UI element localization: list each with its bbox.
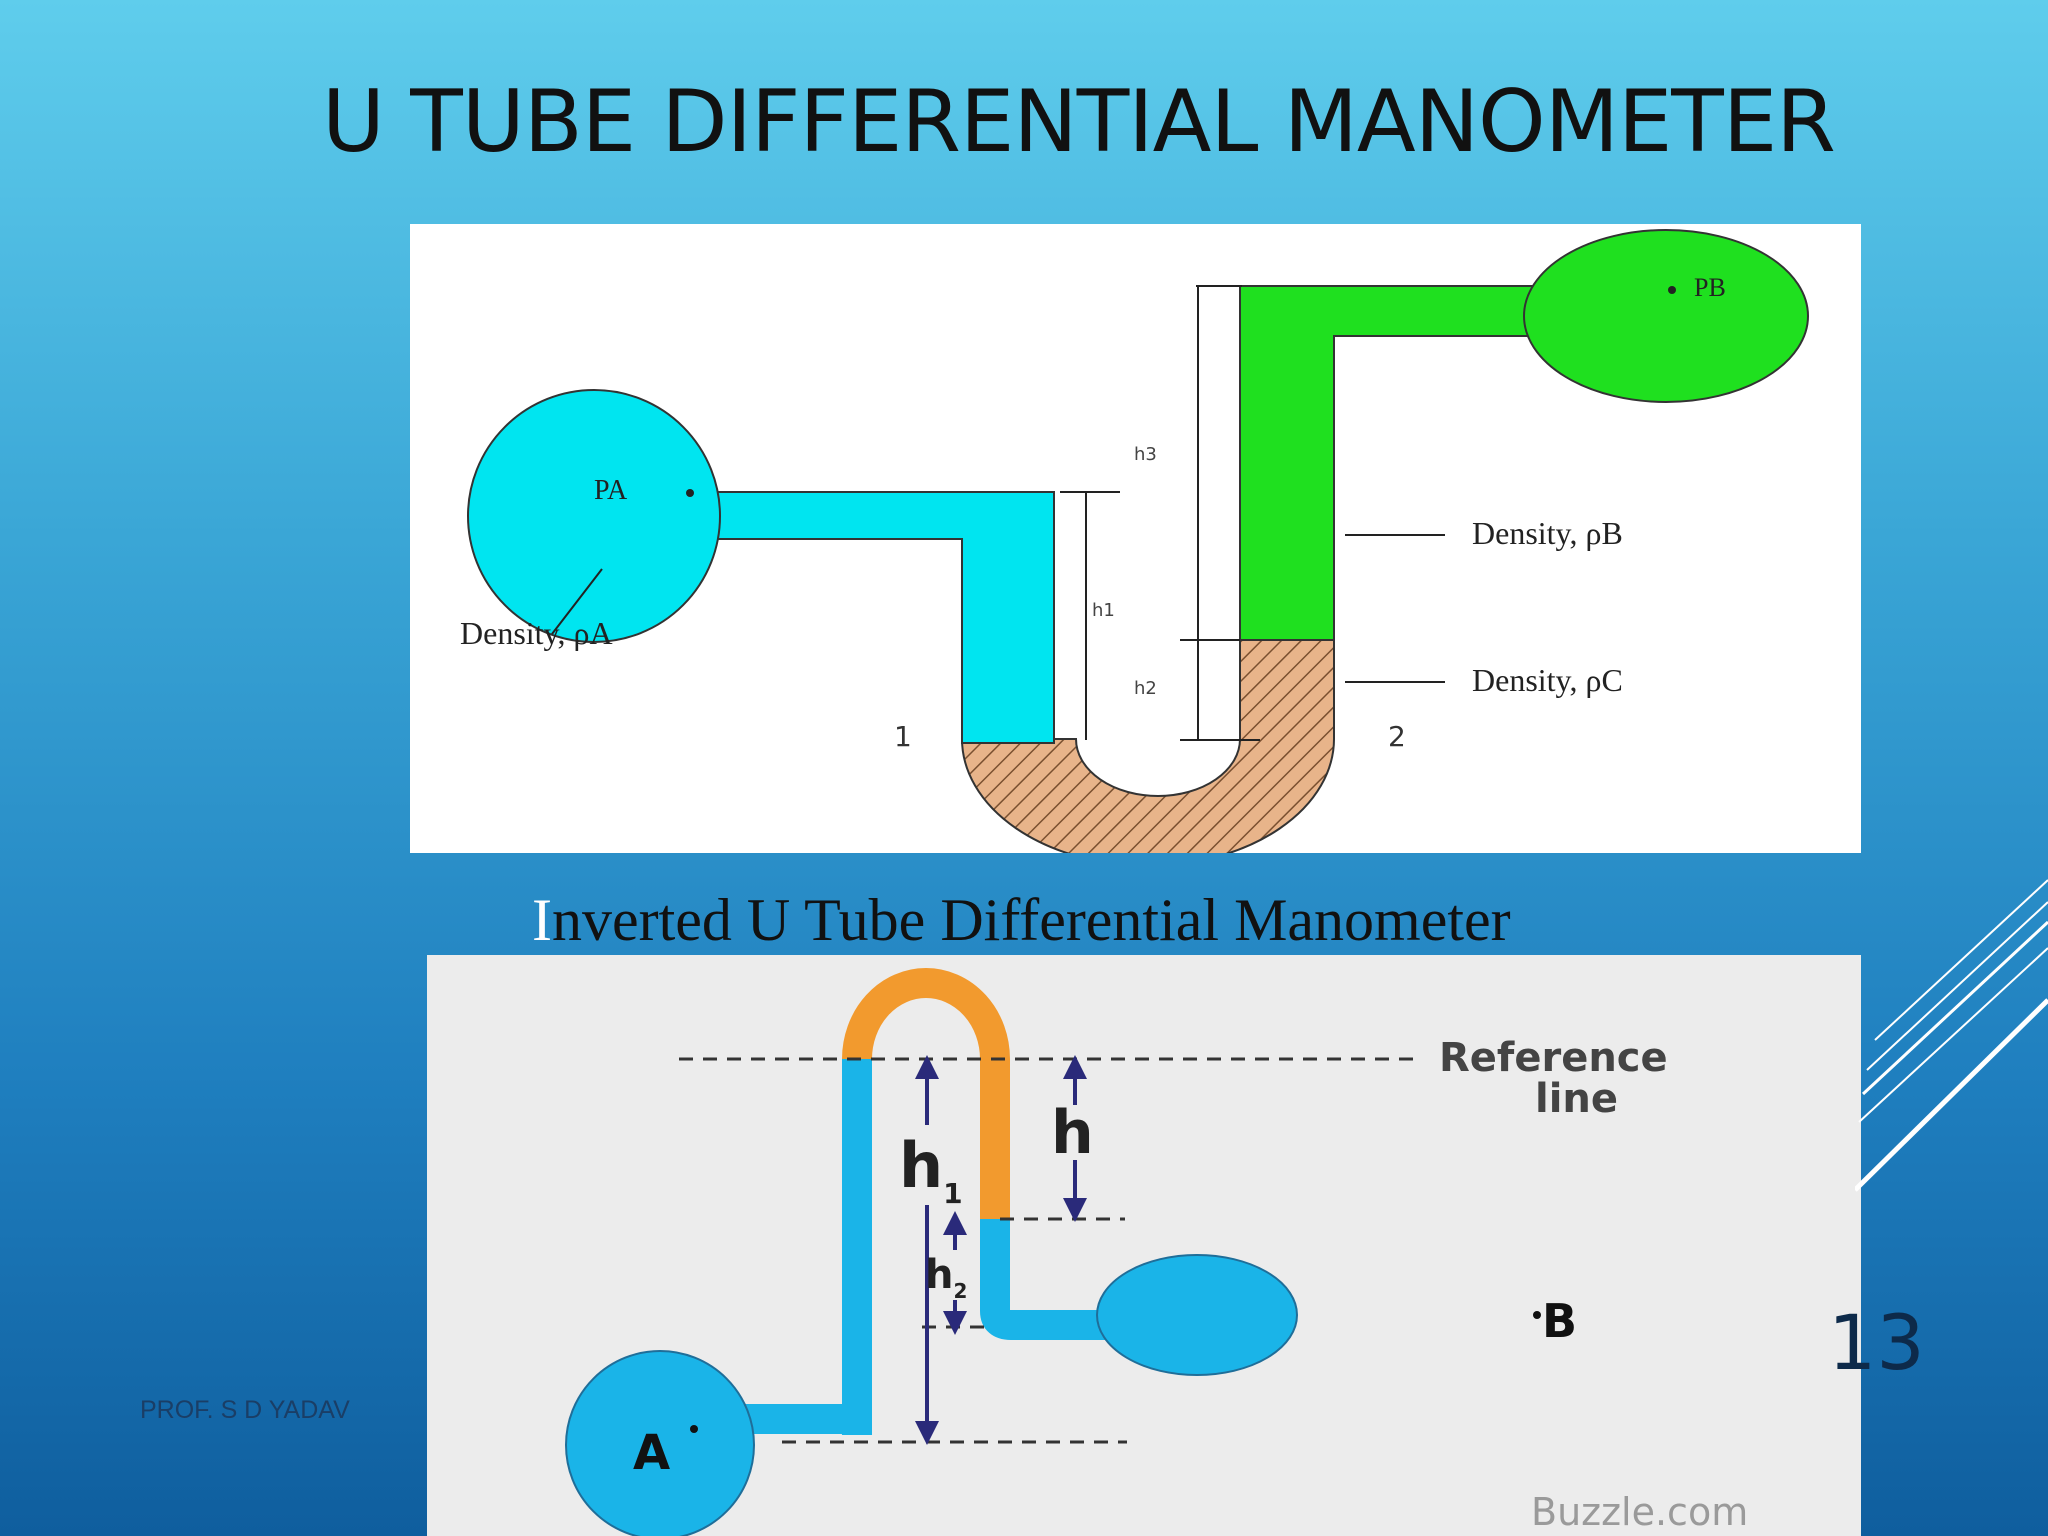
vessel-b [1523, 229, 1809, 403]
label-h2: h2 [1134, 678, 1157, 699]
label-h2-main: h [925, 1252, 953, 1298]
caption-first-letter: I [532, 887, 552, 953]
u-tube-svg: PA PB Density, ρA Density, ρB Density, ρ… [460, 229, 1809, 853]
right-limb-fluid [980, 1219, 1127, 1340]
label-h2-sub: 2 [953, 1279, 967, 1303]
decorative-diagonal-lines [1855, 879, 2048, 1192]
label-density-a: Density, ρA [460, 615, 613, 651]
u-tube-bottom-fluid [960, 639, 1335, 853]
label-h2: h2 [925, 1252, 967, 1303]
dashed-lines [679, 1057, 1417, 1444]
u-tube-diagram: PA PB Density, ρA Density, ρB Density, ρ… [410, 224, 1861, 853]
label-b: B [1542, 1294, 1577, 1348]
inverted-tube-top-fluid [842, 968, 1010, 1219]
page-number: 13 [1828, 1298, 1925, 1387]
label-reference-line: line [1535, 1076, 1618, 1122]
inverted-u-tube-svg: Reference line h h1 h2 A B Buzzle.com [565, 968, 1748, 1536]
pa-point [686, 489, 694, 497]
vessel-a [467, 389, 721, 643]
dimension-lines [551, 285, 1445, 741]
footer-author: PROF. S D YADAV [140, 1396, 350, 1424]
label-density-c: Density, ρC [1472, 662, 1623, 698]
label-h1-main: h [899, 1129, 943, 1202]
vessel-b [1096, 1254, 1298, 1376]
left-limb-fluid [672, 1059, 872, 1436]
watermark: Buzzle.com [1531, 1490, 1748, 1534]
label-pa: PA [594, 475, 628, 506]
label-point-1: 1 [894, 720, 912, 753]
caption-text: nverted U Tube Differential Manometer [551, 887, 1511, 953]
label-density-b: Density, ρB [1472, 515, 1623, 551]
label-h1: h1 [899, 1129, 963, 1210]
a-point [690, 1425, 698, 1433]
label-pb: PB [1694, 273, 1726, 302]
label-h1: h1 [1092, 600, 1115, 621]
b-point [1533, 1311, 1541, 1319]
label-h: h [1051, 1098, 1094, 1168]
pb-point [1668, 286, 1676, 294]
inverted-diagram-caption: Inverted U Tube Differential Manometer [532, 886, 1511, 955]
label-a: A [633, 1425, 670, 1481]
dimension-arrows [915, 1055, 1087, 1445]
inverted-u-tube-diagram: Reference line h h1 h2 A B Buzzle.com [427, 955, 1861, 1536]
label-reference: Reference [1439, 1035, 1668, 1081]
vessel-a [565, 1350, 755, 1536]
label-h3: h3 [1134, 444, 1157, 465]
slide-title: U TUBE DIFFERENTIAL MANOMETER [322, 72, 1836, 172]
label-point-2: 2 [1388, 720, 1406, 753]
label-h1-sub: 1 [943, 1177, 962, 1210]
